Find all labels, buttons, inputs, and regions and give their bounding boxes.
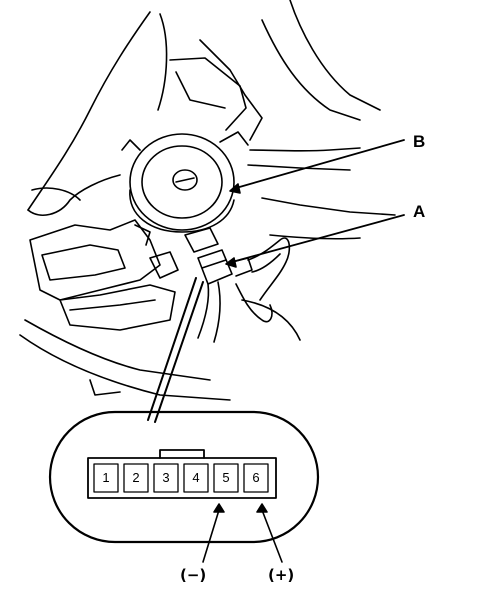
positive-probe-label: (+)	[268, 566, 295, 584]
switch-housing	[19, 219, 231, 401]
ignition-switch	[121, 131, 249, 233]
probe-leads	[202, 503, 283, 563]
pin-label-6: 6	[252, 470, 260, 485]
pin-label-2: 2	[132, 470, 140, 485]
connector-face-view	[48, 410, 320, 544]
pin-label-4: 4	[192, 470, 200, 485]
pin-label-3: 3	[162, 470, 170, 485]
pin-label-1: 1	[102, 470, 110, 485]
connector-a	[184, 227, 301, 343]
callout-b: B	[413, 132, 426, 151]
callout-a: A	[413, 202, 426, 221]
negative-probe-label: (−)	[180, 566, 207, 584]
column-cover	[27, 0, 396, 240]
leader-lines	[147, 139, 405, 423]
pin-label-5: 5	[222, 470, 230, 485]
